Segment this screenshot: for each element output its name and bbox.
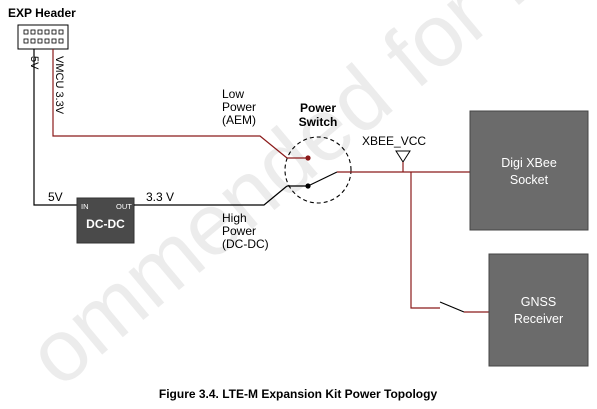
xbee-socket-box: Digi XBee Socket xyxy=(469,110,589,231)
dcdc-converter: IN OUT DC-DC xyxy=(76,197,135,244)
wire-vmcu xyxy=(52,49,288,159)
svg-text:Low: Low xyxy=(222,87,244,101)
svg-text:Socket: Socket xyxy=(510,173,549,187)
svg-text:High: High xyxy=(222,211,247,225)
svg-text:Power: Power xyxy=(222,224,256,238)
svg-text:Power: Power xyxy=(300,101,336,115)
wire-3v3-dcdc xyxy=(134,185,288,206)
high-power-label: High Power (DC-DC) xyxy=(222,211,269,251)
exp-header-label: EXP Header xyxy=(8,6,76,20)
svg-text:GNSS: GNSS xyxy=(521,295,556,309)
exp-header-connector xyxy=(17,24,69,50)
svg-text:Switch: Switch xyxy=(299,115,338,129)
wire-5v xyxy=(33,49,77,206)
gnss-switch xyxy=(439,301,465,313)
svg-text:(DC-DC): (DC-DC) xyxy=(222,237,269,251)
svg-text:Receiver: Receiver xyxy=(514,312,563,326)
svg-text:(AEM): (AEM) xyxy=(222,113,256,127)
power-switch xyxy=(284,136,352,204)
xbee-vcc-arrow-icon xyxy=(395,150,411,163)
label-5v-horizontal: 5V xyxy=(48,190,63,204)
dcdc-in-label: IN xyxy=(81,202,89,211)
xbee-vcc-label: XBEE_VCC xyxy=(362,134,426,148)
label-3v3: 3.3 V xyxy=(146,190,174,204)
label-5v-vertical: 5V xyxy=(28,56,40,70)
power-switch-label: Power Switch xyxy=(299,101,338,129)
dcdc-name: DC-DC xyxy=(86,217,125,231)
gnss-receiver-box: GNSS Receiver xyxy=(488,253,589,367)
figure-caption: Figure 3.4. LTE-M Expansion Kit Power To… xyxy=(159,387,438,401)
dcdc-out-label: OUT xyxy=(116,202,132,211)
wire-gnss xyxy=(410,172,440,309)
label-vmcu: VMCU 3.3V xyxy=(53,56,65,115)
low-power-label: Low Power (AEM) xyxy=(222,87,256,127)
svg-text:Digi XBee: Digi XBee xyxy=(501,156,557,170)
svg-text:Power: Power xyxy=(222,100,256,114)
